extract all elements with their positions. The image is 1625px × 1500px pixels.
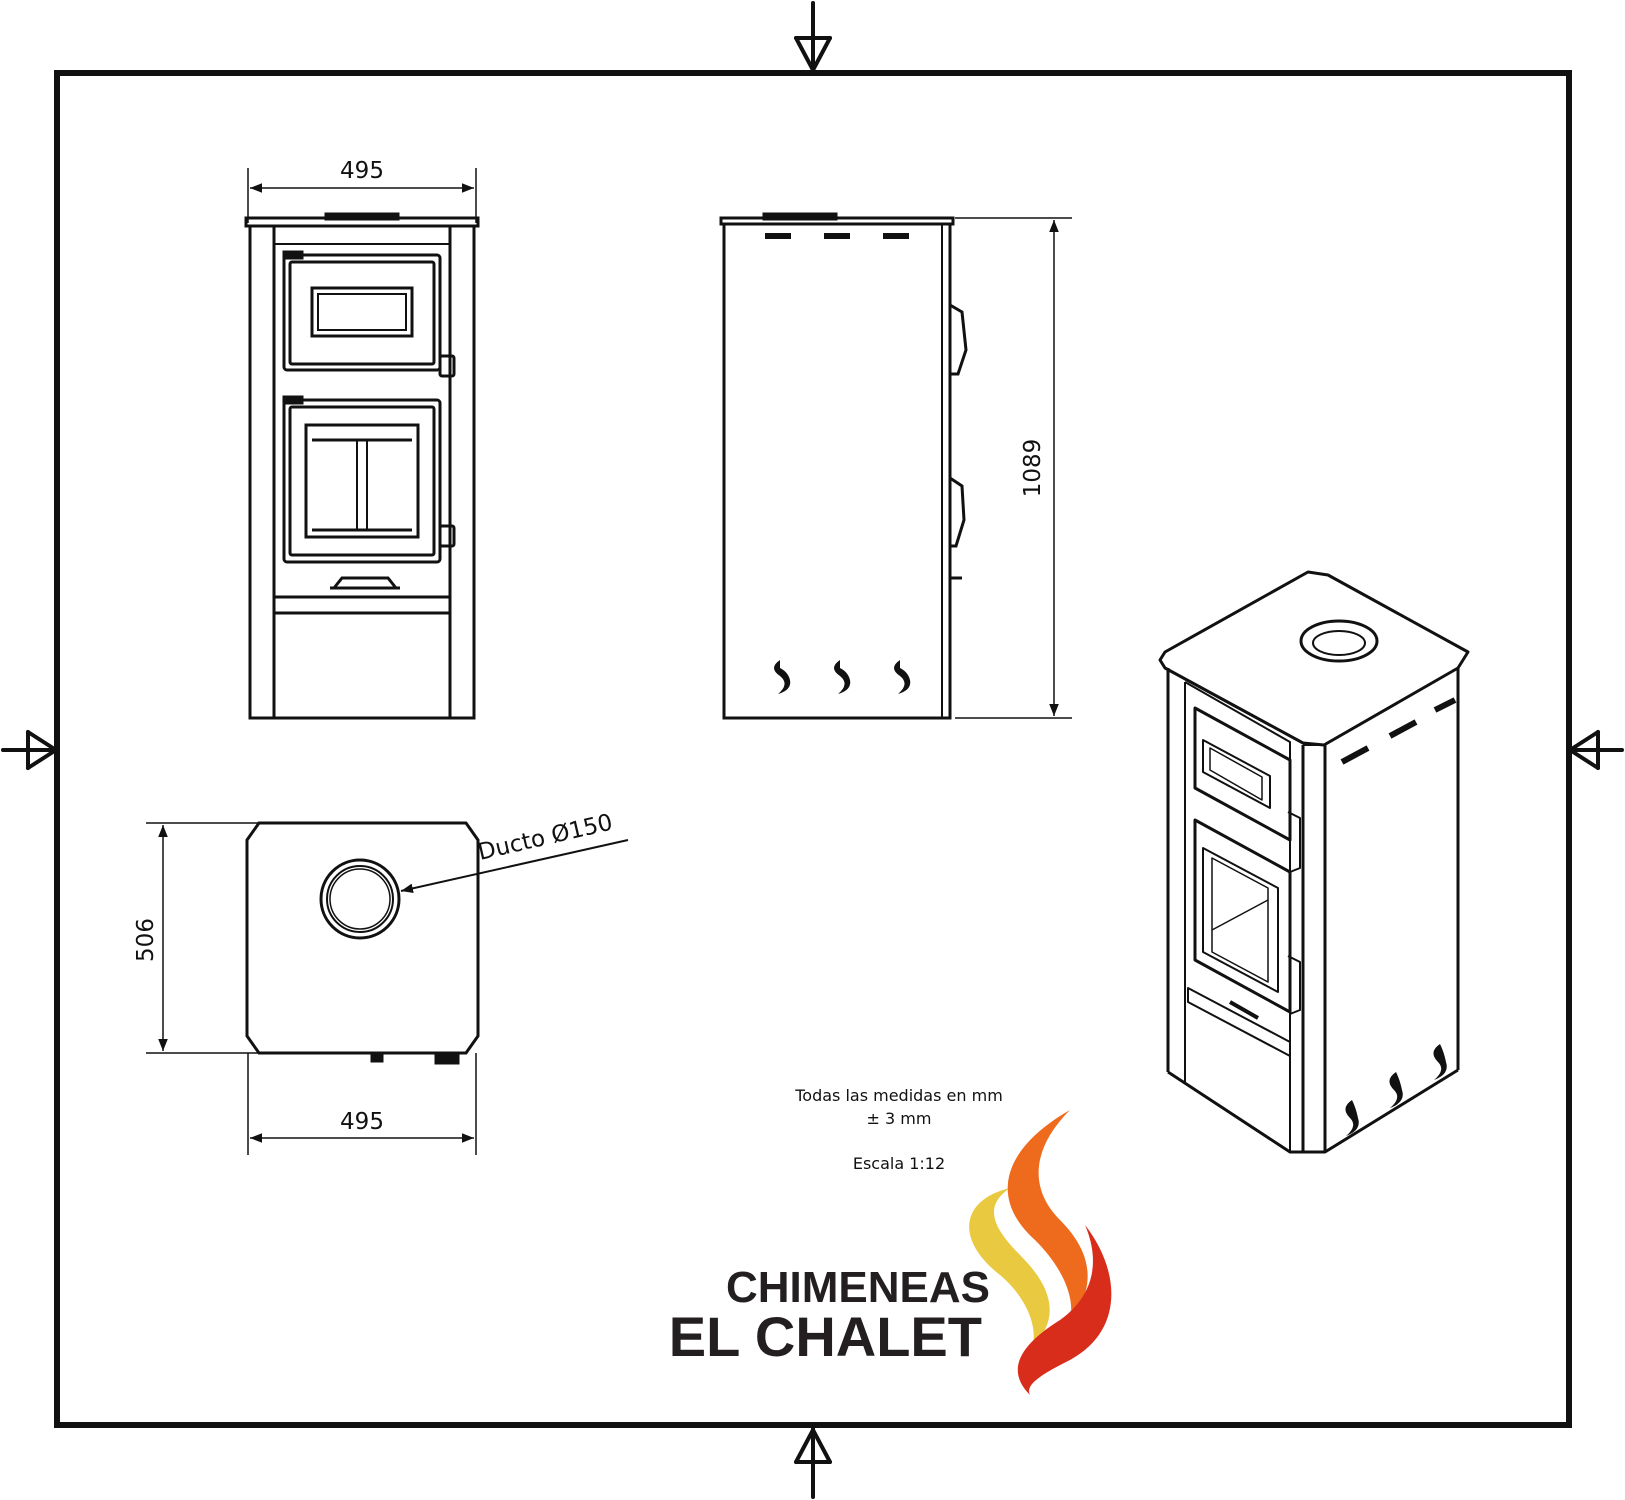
top-width-label: 495 xyxy=(340,1109,384,1135)
top-center-arrow xyxy=(794,1,832,74)
duct-label: Ducto Ø150 xyxy=(476,810,616,866)
flame-red xyxy=(1017,1225,1112,1395)
side-height-label: 1089 xyxy=(1020,439,1046,498)
flame-yellow xyxy=(969,1188,1050,1350)
logo-line-1: CHIMENEAS xyxy=(726,1263,990,1312)
front-width-label: 495 xyxy=(340,158,384,184)
right-center-arrow xyxy=(1568,730,1624,770)
chimeneas-el-chalet-logo: CHIMENEAS EL CHALET xyxy=(669,1110,1112,1395)
duct-leader-line xyxy=(400,839,629,894)
top-depth-label: 506 xyxy=(133,918,159,962)
left-center-arrow xyxy=(1,730,58,770)
units-note: Todas las medidas en mm xyxy=(794,1086,1003,1105)
front-view xyxy=(244,168,480,720)
flame-icon xyxy=(969,1110,1112,1395)
logo-line-2: EL CHALET xyxy=(669,1305,982,1368)
tolerance-note: ± 3 mm xyxy=(867,1109,932,1128)
side-view xyxy=(719,212,1072,720)
bottom-center-arrow xyxy=(794,1426,832,1499)
isometric-view xyxy=(1158,570,1470,1154)
top-view xyxy=(146,821,629,1155)
scale-note: Escala 1:12 xyxy=(853,1154,945,1173)
flame-orange xyxy=(1007,1110,1088,1320)
